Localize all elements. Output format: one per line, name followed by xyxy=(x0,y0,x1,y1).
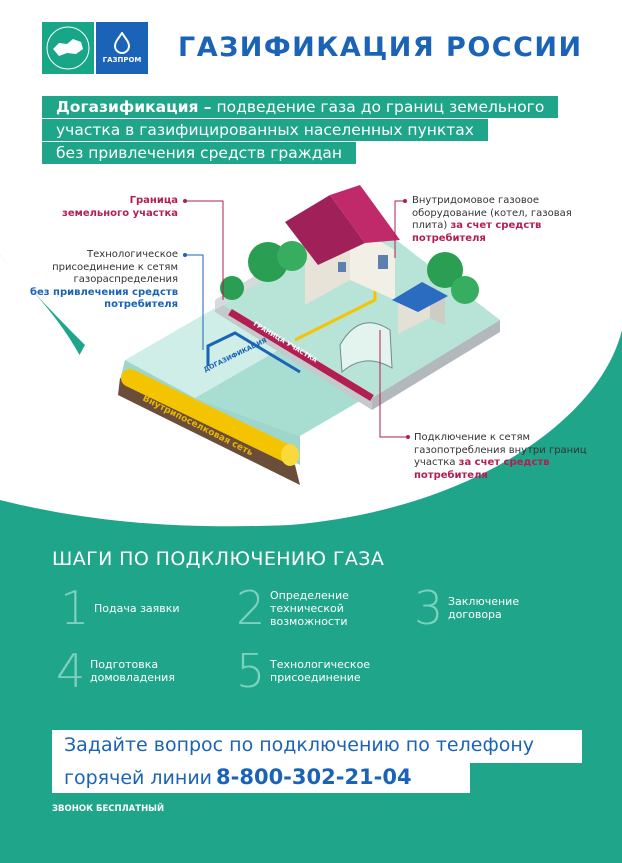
step-text: Определение технической возможности xyxy=(270,589,349,628)
trench xyxy=(118,378,300,485)
tech-bold-1: без привлечения средств xyxy=(30,286,179,298)
page-title: ГАЗИФИКАЦИЯ РОССИИ xyxy=(178,32,583,63)
intro-line-3: без привлечения средств граждан xyxy=(42,142,357,164)
step-text: Заключение договора xyxy=(448,595,519,621)
step-text-line: Определение xyxy=(270,588,349,602)
leader-lines-red xyxy=(185,200,405,300)
flame-icon xyxy=(113,32,131,54)
step-number: 5 xyxy=(236,644,266,698)
shed-roof xyxy=(392,282,448,312)
leader-dots xyxy=(183,199,410,439)
pipe-end xyxy=(281,444,299,466)
step-text-line: домовладения xyxy=(90,671,175,684)
step-1: 1 Подача заявки xyxy=(60,585,180,631)
steps-title: ШАГИ ПО ПОДКЛЮЧЕНИЮ ГАЗА xyxy=(52,548,385,570)
hotline-phone[interactable]: 8-800-302-21-04 xyxy=(216,765,412,789)
step-text-line: Подготовка xyxy=(90,658,159,671)
step-number: 3 xyxy=(414,581,444,635)
step-text-line: договора xyxy=(448,608,502,621)
intro-block: Догазификация – подведение газа до грани… xyxy=(42,96,559,165)
free-call-note: ЗВОНОК БЕСПЛАТНЫЙ xyxy=(52,804,165,814)
logo-brand-text: ГАЗПРОМ xyxy=(102,56,142,64)
step-number: 1 xyxy=(60,581,90,635)
logo-gasification-russia xyxy=(42,22,94,74)
consumption-line-3-plain: участка xyxy=(414,457,456,468)
russia-map-icon xyxy=(46,26,90,70)
leader-dot-blue xyxy=(183,253,187,257)
house-window xyxy=(378,255,388,269)
step-text: Подготовка домовладения xyxy=(90,658,175,684)
boundary-line-1: Граница xyxy=(129,195,178,206)
indoor-line-3-bold: за счет средств xyxy=(450,220,542,231)
gas-pipe xyxy=(121,369,299,464)
step-text: Подача заявки xyxy=(94,602,180,615)
indoor-line-4: потребителя xyxy=(412,232,486,244)
question-box-line-1 xyxy=(52,730,582,763)
consumption-line-4: потребителя xyxy=(414,469,488,481)
boundary-line-2: земельного участка xyxy=(62,207,178,219)
step-number: 4 xyxy=(56,644,86,698)
step-text-line: возможности xyxy=(270,614,348,628)
annotation-consumption: Подключение к сетям газопотребления внут… xyxy=(414,432,587,482)
hotline-label: горячей линии xyxy=(64,767,213,789)
indoor-line-1: Внутридомовое газовое xyxy=(412,195,540,206)
consumption-line-3-bold: за счет средств xyxy=(458,457,550,468)
trees xyxy=(220,241,479,304)
fence-side xyxy=(372,320,500,410)
tech-line-3: газораспределения xyxy=(73,274,179,285)
intro-line-1-text: подведение газа до границ земельного xyxy=(216,98,545,116)
consumption-line-2: газопотребления внутри границ xyxy=(414,444,587,456)
leader-line-consumption xyxy=(379,330,408,438)
leader-line-blue xyxy=(185,254,204,350)
consumption-line-1: Подключение к сетям xyxy=(414,432,531,443)
logo-gazprom: ГАЗПРОМ xyxy=(96,22,148,74)
step-3: 3 Заключение договора xyxy=(414,585,519,631)
question-box-line-2 xyxy=(52,763,470,793)
house-window-2 xyxy=(338,262,346,272)
step-text-line: Технологическое xyxy=(270,658,371,671)
step-text-line: Заключение xyxy=(448,595,520,608)
house-roof xyxy=(285,195,365,265)
step-text-line: Подача заявки xyxy=(94,601,180,615)
question-line-1: Задайте вопрос по подключению по телефон… xyxy=(64,734,534,756)
dogaz-pipe xyxy=(206,331,301,374)
step-5: 5 Технологическое присоединение xyxy=(236,648,370,694)
annotation-tech-connection: Технологическое присоединение к сетям га… xyxy=(30,249,178,312)
annotation-boundary: Граница земельного участка xyxy=(62,195,178,220)
greenhouse xyxy=(339,322,393,374)
tech-bold-2: потребителя xyxy=(104,299,178,310)
boundary-band xyxy=(228,309,374,401)
annotation-indoor: Внутридомовое газовое оборудование (коте… xyxy=(412,195,572,245)
step-2: 2 Определение технической возможности xyxy=(236,585,349,631)
intro-line-2: участка в газифицированных населенных пу… xyxy=(42,119,488,141)
indoor-line-3-plain: плита) xyxy=(412,220,448,231)
tech-line-1: Технологическое xyxy=(87,249,178,260)
step-text-line: технической xyxy=(270,601,344,615)
step-text-line: присоединение xyxy=(270,671,361,684)
indoor-line-2: оборудование (котел, газовая xyxy=(412,207,572,219)
intro-term: Догазификация – xyxy=(56,98,212,116)
step-number: 2 xyxy=(236,581,266,635)
intro-line-1: Догазификация – подведение газа до грани… xyxy=(42,96,559,118)
step-text: Технологическое присоединение xyxy=(270,658,370,684)
step-4: 4 Подготовка домовладения xyxy=(56,648,175,694)
tech-line-2: присоединение к сетям xyxy=(52,261,178,273)
house-roof-right xyxy=(330,185,400,243)
